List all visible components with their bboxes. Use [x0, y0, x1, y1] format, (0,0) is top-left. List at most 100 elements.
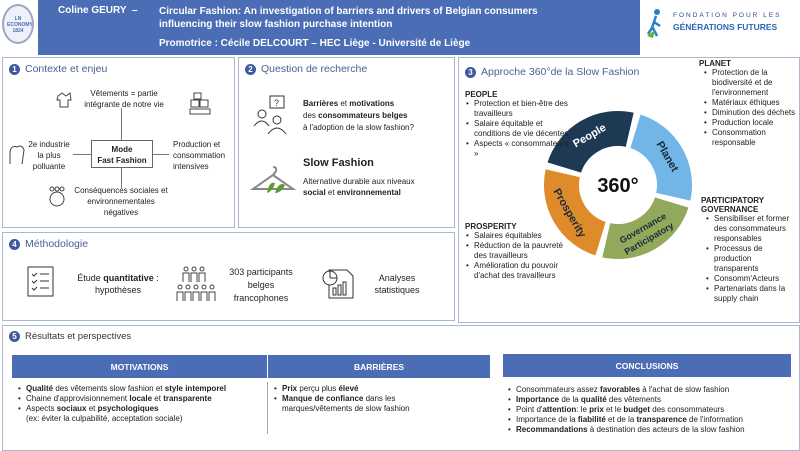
text-segment: social [303, 188, 326, 197]
statistics-report-icon [322, 269, 354, 299]
factory-smoke-icon [9, 145, 25, 165]
text-segment: de l'information [686, 415, 743, 424]
text-segment: : hypothèses [94, 273, 159, 295]
list-item: Production locale [703, 118, 800, 128]
section-title: 5 Résultats et perspectives [9, 331, 131, 342]
svg-text:?: ? [274, 98, 279, 108]
governance-title: PARTICIPATORY GOVERNANCE [701, 196, 764, 214]
list-item: Aspects « consommateurs » [465, 139, 573, 159]
text-segment: et [152, 394, 164, 403]
section-title-text: Méthodologie [25, 238, 89, 250]
runner-icon [646, 9, 661, 38]
motivations-header: MOTIVATIONS [12, 355, 267, 378]
text-segment: motivations [349, 99, 395, 108]
text-segment: Recommandations [516, 425, 588, 434]
university-logo: LN ECONOMY 1824 [2, 4, 34, 44]
planet-block: PLANETProtection de la biodiversité et d… [699, 59, 800, 148]
list-item: Protection et bien-être des travailleurs [465, 99, 573, 119]
text-segment: perçu plus [297, 384, 339, 393]
text-segment: Qualité [26, 384, 54, 393]
text-segment: locale [129, 394, 153, 403]
slow-fashion-description: Alternative durable aux niveaux social e… [303, 176, 453, 198]
text-segment: et [338, 99, 350, 108]
discussion-question-icon: ? [253, 95, 287, 135]
text-segment: Consommateurs assez [516, 385, 601, 394]
section-results: 5 Résultats et perspectives MOTIVATIONS B… [2, 325, 800, 451]
method-quantitative: Étude quantitative : hypothèses [63, 272, 173, 296]
section-title-text: Résultats et perspectives [25, 331, 132, 342]
text-segment: fiabilité [577, 415, 606, 424]
context-right: Production et consommation intensives [173, 140, 226, 171]
section-number: 2 [245, 63, 256, 75]
planet-list: Protection de la biodiversité et de l'en… [699, 68, 800, 148]
method-participants: 303 participants belges francophones [229, 267, 293, 303]
list-item: Processus de production transparents [705, 244, 797, 274]
list-item: Sensibiliser et former des consommateurs… [705, 214, 797, 244]
logo-line-1: FONDATION POUR LES [673, 12, 782, 19]
text-segment: (ex: éviter la culpabilité, acceptation … [26, 414, 183, 423]
center-line-1: Mode [111, 145, 133, 154]
governance-block: PARTICIPATORY GOVERNANCESensibiliser et … [701, 196, 797, 304]
list-item: Protection de la biodiversité et de l'en… [703, 68, 800, 98]
boxes-conveyor-icon [189, 92, 211, 115]
text-segment: attention [542, 405, 577, 414]
text-segment: Barrières [303, 99, 339, 108]
text-segment: Prix [282, 384, 298, 393]
list-item: Diminution des déchets [703, 108, 800, 118]
prosperity-title: PROSPERITY [465, 222, 517, 231]
people-list: Protection et bien-être des travailleurs… [465, 99, 573, 159]
text-segment: favorables [600, 385, 641, 394]
list-item: Importance de la fiabilité et de la tran… [507, 415, 797, 425]
title-line-2: influencing their slow fashion purchase … [159, 19, 393, 30]
context-bottom: Conséquences sociales et environnemental… [74, 186, 168, 217]
text-segment: Aspects [26, 404, 57, 413]
barrieres-header: BARRIÈRES [268, 355, 490, 378]
text-segment: Manque de confiance [282, 394, 364, 403]
section-number: 5 [9, 331, 20, 342]
text-segment: des vêtements slow fashion et [53, 384, 165, 393]
center-line-2: Fast Fashion [97, 156, 147, 165]
list-item: Salaires équitables [465, 231, 575, 241]
list-item: Chaine d'approvisionnement locale et tra… [17, 394, 267, 404]
text-segment: consommateurs belges [318, 111, 408, 120]
list-item: Réduction de la pauvreté des travailleur… [465, 241, 575, 261]
text-segment: élevé [338, 384, 359, 393]
conclusions-list: Consommateurs assez favorables à l'achat… [507, 385, 797, 435]
dash: – [132, 5, 138, 16]
ring-segment-participatory-governance [599, 194, 691, 261]
participants-group-icon [176, 266, 216, 301]
text-segment: budget [623, 405, 651, 414]
author: Coline GEURY [58, 5, 127, 16]
barrieres-list: Prix perçu plus élevéManque de confiance… [273, 384, 488, 414]
list-item: Importance de la qualité des vêtements [507, 395, 797, 405]
text-segment: des [303, 111, 316, 120]
text-segment: sociaux [56, 404, 87, 413]
text-segment: et [86, 404, 98, 413]
list-item: Consommateurs assez favorables à l'achat… [507, 385, 797, 395]
list-item: Point d'attention: le prix et le budget … [507, 405, 797, 415]
poster-title: Circular Fashion: An investigation of ba… [159, 5, 538, 31]
text-segment: dans les marques/vêtements de slow fashi… [282, 394, 410, 413]
clothes-icon [56, 92, 72, 108]
research-question: Barrières et motivations des consommateu… [303, 98, 453, 134]
text-segment: : le [576, 405, 590, 414]
text-segment: et le [603, 405, 624, 414]
ring-center-label: 360° [597, 175, 638, 197]
promotrice: Promotrice : Cécile DELCOURT – HEC Liège… [159, 38, 471, 49]
globe-people-icon [49, 186, 65, 207]
text-segment: à l'achat de slow fashion [640, 385, 730, 394]
poster-header: Coline GEURY – Circular Fashion: An inve… [38, 0, 640, 55]
text-segment: à l'adoption de la slow fashion? [303, 123, 414, 132]
text-segment: Importance [516, 395, 560, 404]
method-statistics: Analyses statistiques [374, 273, 420, 295]
people-title: PEOPLE [465, 90, 498, 99]
text-segment: qualité [580, 395, 607, 404]
column-divider [267, 382, 268, 434]
list-item: Prix perçu plus élevé [273, 384, 488, 394]
list-item: Consommation responsable [703, 128, 800, 148]
